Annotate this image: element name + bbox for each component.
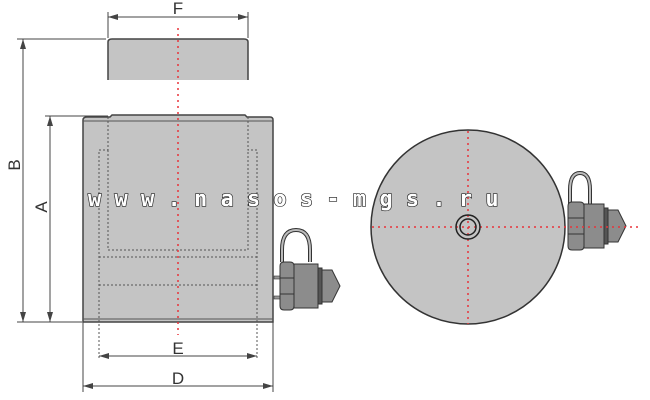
dimension-label-b: B <box>5 159 24 170</box>
dimension-label-a: A <box>32 201 51 213</box>
dimension-e: E <box>99 339 257 359</box>
dimension-label-f: F <box>173 0 183 18</box>
dimension-a: A <box>32 115 108 322</box>
side-coupler-fitting <box>273 227 341 311</box>
watermark-text: w w w . n a s o s - m g s . r u <box>88 187 499 212</box>
dimension-label-e: E <box>172 339 183 358</box>
dimension-d: D <box>82 322 274 392</box>
center-hole-outer <box>455 214 481 240</box>
dimension-b: B <box>5 38 106 323</box>
top-view-fitting <box>567 170 627 251</box>
cylinder-body <box>82 114 274 323</box>
center-hole-inner <box>459 218 477 236</box>
dimension-label-d: D <box>172 369 184 388</box>
dimension-f: F <box>107 0 249 38</box>
